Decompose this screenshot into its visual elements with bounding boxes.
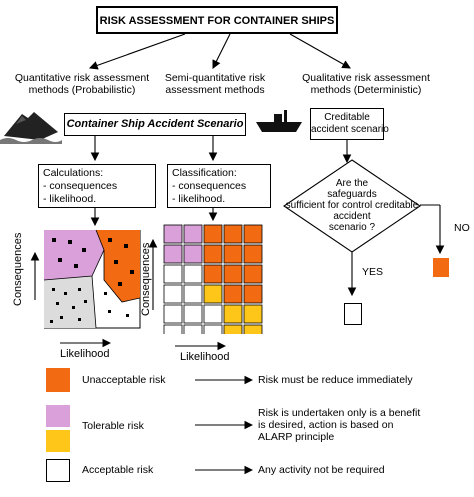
risk-grid-cell	[223, 244, 243, 264]
risk-grid-cell	[243, 244, 263, 264]
decision-line4: accident	[333, 211, 371, 222]
risk-grid-cell	[183, 284, 203, 304]
risk-grid-cell	[223, 264, 243, 284]
legend-tolerable-action-line3: ALARP principle	[258, 431, 335, 443]
risk-grid-cell	[243, 224, 263, 244]
legend-unacceptable-swatch	[46, 368, 70, 392]
legend-tolerable-action-line2: is desired, action is based on	[258, 419, 394, 431]
risk-grid-cell	[183, 224, 203, 244]
risk-grid-cell	[203, 264, 223, 284]
decision-line1: Are the	[335, 178, 369, 189]
classification-item-1: - consequences	[172, 180, 247, 192]
risk-grid-cell	[163, 224, 183, 244]
decision-diamond	[283, 159, 421, 253]
legend-unacceptable-action: Risk must be reduce immediately	[258, 374, 413, 386]
risk-grid-cell	[163, 264, 183, 284]
decision-line3: sufficient for control creditable	[285, 200, 419, 211]
risk-grid-cell	[243, 264, 263, 284]
quantitative-risk-matrix	[44, 230, 141, 329]
semi-x-axis-label: Likelihood	[180, 351, 230, 363]
scenario-box: Container Ship Accident Scenario	[64, 113, 246, 136]
risk-grid-cell	[163, 324, 183, 334]
quantitative-y-axis-label: Consequences	[12, 232, 24, 306]
method-qualitative-line1: Qualitative risk assessment	[302, 72, 430, 84]
risk-grid-cell	[183, 324, 203, 334]
boat-icon	[256, 110, 302, 132]
creditable-line1: Creditable	[324, 112, 370, 123]
risk-grid-cell	[243, 304, 263, 324]
scenario-label: Container Ship Accident Scenario	[66, 118, 244, 130]
risk-grid-cell	[163, 304, 183, 324]
risk-grid-cell	[203, 284, 223, 304]
sinking-ship-icon	[0, 112, 62, 144]
semi-quantitative-risk-grid	[163, 224, 263, 334]
method-qualitative-line2: methods (Deterministic)	[310, 84, 422, 96]
legend-tolerable-action-line1: Risk is undertaken only is a benefit	[258, 407, 421, 419]
quantitative-x-axis-label: Likelihood	[60, 348, 110, 360]
creditable-box: Creditable accident scenario	[310, 108, 389, 140]
method-quantitative-line2: methods (Probabilistic)	[28, 84, 136, 96]
calculations-item-1: - consequences	[43, 180, 118, 192]
risk-grid-cell	[223, 224, 243, 244]
risk-grid-cell	[203, 304, 223, 324]
legend-unacceptable-label: Unacceptable risk	[82, 374, 166, 386]
risk-grid-cell	[183, 244, 203, 264]
risk-grid-cell	[223, 324, 243, 334]
risk-grid-cell	[203, 224, 223, 244]
classification-box: Classification: - consequences - likelih…	[167, 164, 271, 208]
risk-grid-cell	[223, 304, 243, 324]
decision-line2: safeguards	[327, 189, 377, 200]
calculations-box: Calculations: - consequences - likelihoo…	[38, 164, 156, 208]
legend-acceptable-label: Acceptable risk	[82, 464, 154, 476]
risk-grid-cell	[163, 284, 183, 304]
risk-grid-cell	[203, 244, 223, 264]
legend-acceptable-swatch	[46, 459, 70, 482]
legend-tolerable-yellow-swatch	[46, 430, 70, 452]
risk-grid-cell	[183, 304, 203, 324]
method-semi-line1: Semi-quantitative risk	[164, 72, 266, 84]
outcome-acceptable-square	[344, 303, 362, 325]
classification-title: Classification:	[172, 167, 237, 179]
risk-grid-cell	[243, 324, 263, 334]
yes-label: YES	[362, 266, 384, 278]
legend-tolerable-label: Tolerable risk	[82, 420, 144, 432]
risk-grid-cell	[203, 324, 223, 334]
outcome-unacceptable-square	[433, 258, 449, 277]
risk-grid-cell	[163, 244, 183, 264]
title-text: RISK ASSESSMENT FOR CONTAINER SHIPS	[99, 15, 335, 27]
method-quantitative-line1: Quantitative risk assessment	[14, 72, 150, 84]
calculations-item-2: - likelihood.	[43, 193, 97, 205]
legend-acceptable-action: Any activity not be required	[258, 464, 385, 476]
method-semi-line2: assessment methods	[165, 84, 265, 96]
semi-y-axis-label: Consequences	[140, 242, 152, 316]
risk-grid-cell	[223, 284, 243, 304]
no-label: NO	[454, 222, 470, 234]
calculations-title: Calculations:	[43, 167, 104, 179]
decision-line5: scenario ?	[328, 222, 376, 233]
creditable-line2: accident scenario	[311, 124, 389, 135]
risk-grid-cell	[243, 284, 263, 304]
risk-grid-cell	[183, 264, 203, 284]
title-box: RISK ASSESSMENT FOR CONTAINER SHIPS	[96, 6, 338, 34]
classification-item-2: - likelihood.	[172, 193, 226, 205]
legend-tolerable-pink-swatch	[46, 405, 70, 427]
